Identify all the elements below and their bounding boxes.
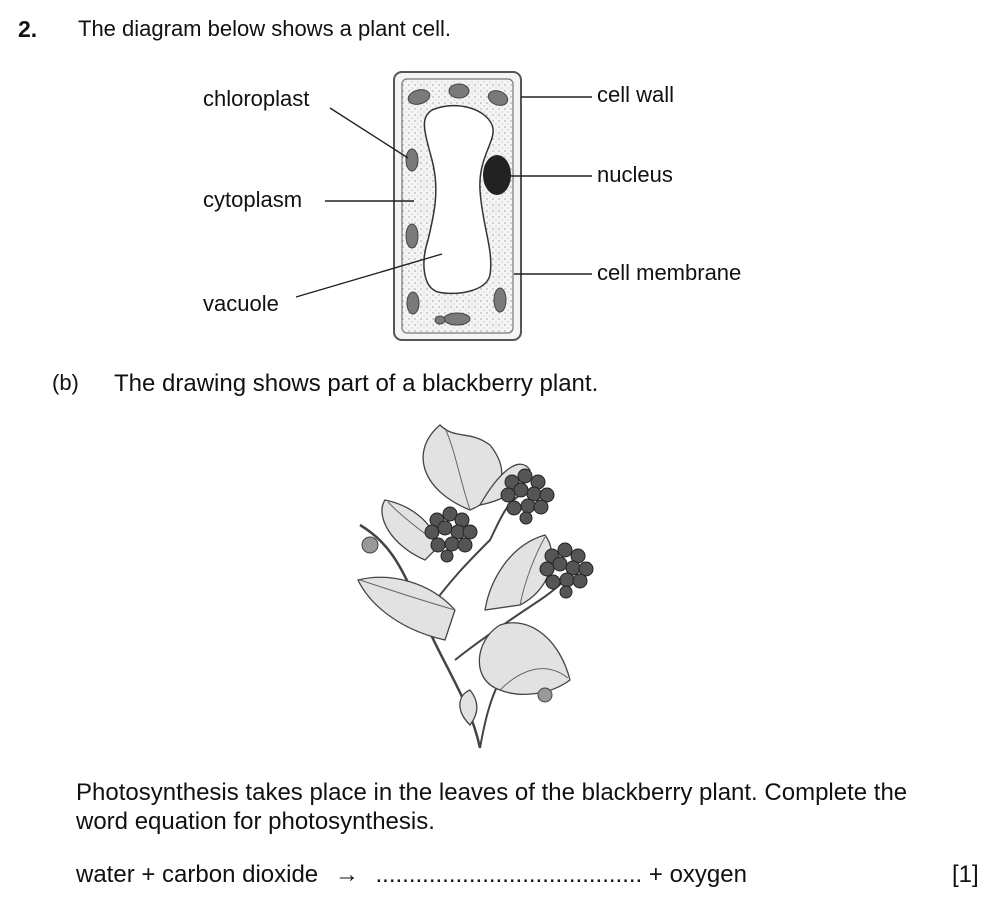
chloroplast-shape bbox=[406, 291, 420, 315]
chloroplast-shape bbox=[434, 315, 446, 325]
leaf bbox=[459, 689, 478, 726]
chloroplast-shape bbox=[487, 90, 509, 106]
vacuole-leader bbox=[295, 253, 443, 298]
question-number: 2. bbox=[18, 16, 38, 42]
answer-blank[interactable]: ........................................ bbox=[375, 861, 643, 888]
chloroplast-leader bbox=[329, 107, 409, 159]
label-nucleus: nucleus bbox=[597, 162, 673, 187]
question-intro: The diagram below shows a plant cell. bbox=[78, 16, 451, 41]
berry bbox=[539, 542, 594, 599]
flower bbox=[537, 687, 553, 703]
label-cell-membrane: cell membrane bbox=[597, 260, 742, 285]
flower bbox=[361, 536, 379, 554]
label-vacuole: vacuole bbox=[203, 291, 279, 316]
label-cell-wall: cell wall bbox=[597, 82, 675, 107]
stem bbox=[479, 679, 501, 749]
part-b-text: The drawing shows part of a blackberry p… bbox=[114, 370, 599, 397]
marks: [1] bbox=[952, 861, 979, 888]
part-b-label: (b) bbox=[52, 370, 79, 395]
chloroplast-shape bbox=[448, 83, 470, 99]
berry bbox=[500, 468, 555, 525]
leaf bbox=[484, 534, 553, 611]
berry bbox=[424, 506, 478, 563]
chloroplast-shape bbox=[493, 287, 507, 313]
equation-left: water + carbon dioxide bbox=[76, 861, 319, 888]
leaf bbox=[357, 576, 456, 641]
photosynthesis-paragraph: Photosynthesis takes place in the leaves… bbox=[76, 779, 908, 835]
label-chloroplast: chloroplast bbox=[203, 86, 310, 111]
chloroplasts bbox=[405, 83, 509, 326]
chloroplast-shape bbox=[405, 148, 419, 172]
nucleus-shape bbox=[483, 155, 511, 195]
chloroplast-shape bbox=[407, 89, 431, 105]
chloroplast-shape bbox=[405, 223, 419, 249]
arrow-icon: → bbox=[334, 861, 359, 888]
label-cytoplasm: cytoplasm bbox=[203, 187, 303, 212]
leaf bbox=[478, 622, 571, 695]
equation-right: + oxygen bbox=[648, 861, 747, 888]
word-equation: water + carbon dioxide → ...............… bbox=[76, 861, 747, 889]
vacuole-shape bbox=[423, 104, 494, 295]
